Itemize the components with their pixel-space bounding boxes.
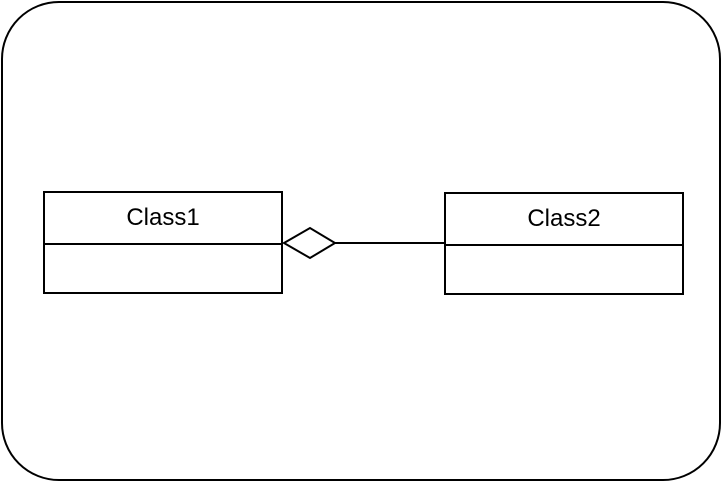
class2-name-label: Class2 (446, 194, 682, 246)
aggregation-diamond-icon[interactable] (281, 226, 337, 260)
class1-name-label: Class1 (45, 193, 281, 245)
aggregation-connector[interactable] (281, 225, 445, 261)
uml-class-class2[interactable]: Class2 (444, 192, 684, 295)
class2-attributes-compartment (446, 246, 682, 293)
uml-class-class1[interactable]: Class1 (43, 191, 283, 294)
class1-attributes-compartment (45, 245, 281, 292)
